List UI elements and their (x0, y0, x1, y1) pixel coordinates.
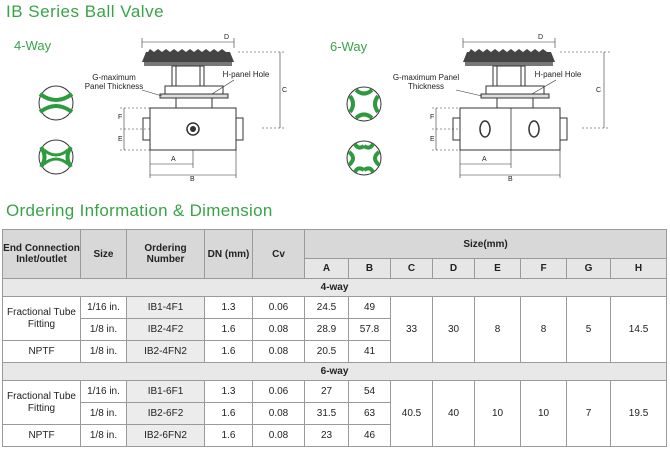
cell-a: 24.5 (304, 296, 349, 319)
port-diagram-6way-top (346, 86, 382, 122)
conn-fractional-6way: Fractional Tube Fitting (2, 380, 81, 425)
cell-e-4way: 8 (474, 296, 521, 363)
cell-d-6way: 40 (432, 380, 475, 447)
header-dim-h: H (609, 258, 668, 279)
cell-size: 1/8 in. (80, 402, 127, 425)
group-label-6way: 6-way (1, 362, 668, 381)
cell-cv: 0.08 (252, 318, 305, 341)
ordering-table: End Connection Inlet/outlet Size Orderin… (1, 229, 668, 447)
cell-d-4way: 30 (432, 296, 475, 363)
dim-e-6way: E (430, 136, 435, 143)
dim-a-4way: A (171, 156, 176, 163)
cell-order: IB1-6F1 (126, 380, 205, 403)
cell-h-4way: 14.5 (609, 296, 668, 363)
valve-drawing-6way (432, 38, 610, 178)
cell-dn: 1.3 (204, 296, 253, 319)
cell-a: 20.5 (304, 340, 349, 363)
cell-cv: 0.08 (252, 402, 305, 425)
h-hole-label-6way: H-panel Hole (534, 70, 582, 79)
header-ordering-number: Ordering Number (126, 229, 205, 279)
cell-b: 49 (348, 296, 391, 319)
cell-cv: 0.08 (252, 424, 305, 447)
way-label-4way: 4-Way (14, 38, 52, 53)
dim-e-4way: E (118, 136, 123, 143)
cell-order: IB2-4FN2 (126, 340, 205, 363)
dim-a-6way: A (482, 156, 487, 163)
cell-a: 28.9 (304, 318, 349, 341)
g-thickness-label-4way: G-maximum Panel Thickness (84, 73, 144, 91)
valve-drawings (38, 38, 610, 178)
header-dim-e: E (474, 258, 521, 279)
cell-dn: 1.6 (204, 424, 253, 447)
cell-cv: 0.06 (252, 296, 305, 319)
cell-order: IB2-6F2 (126, 402, 205, 425)
header-size-mm: Size(mm) (303, 229, 668, 259)
cell-b: 57.8 (348, 318, 391, 341)
cell-b: 63 (348, 402, 391, 425)
cell-b: 46 (348, 424, 391, 447)
header-cv: Cv (252, 229, 305, 279)
dim-d-4way: D (224, 34, 230, 41)
cell-order: IB2-6FN2 (126, 424, 205, 447)
cell-c-6way: 40.5 (390, 380, 433, 447)
cell-f-6way: 10 (520, 380, 567, 447)
header-dim-c: C (390, 258, 433, 279)
header-dim-b: B (348, 258, 391, 279)
port-diagram-6way-bottom (346, 140, 382, 176)
cell-cv: 0.08 (252, 340, 305, 363)
header-dn: DN (mm) (204, 229, 253, 279)
dim-c-6way: C (596, 87, 602, 94)
g-thickness-label-6way: G-maximum Panel Thickness (392, 73, 460, 91)
cell-order: IB1-4F1 (126, 296, 205, 319)
group-label-4way: 4-way (1, 278, 668, 297)
cell-b: 41 (348, 340, 391, 363)
conn-fractional-4way: Fractional Tube Fitting (2, 296, 81, 341)
cell-a: 31.5 (304, 402, 349, 425)
port-diagram-4way-bottom (38, 139, 74, 175)
conn-nptf-4way: NPTF (2, 340, 81, 363)
cell-size: 1/16 in. (80, 380, 127, 403)
cell-size: 1/8 in. (80, 340, 127, 363)
cell-f-4way: 8 (520, 296, 567, 363)
section-title: Ordering Information & Dimension (6, 201, 273, 220)
cell-a: 27 (304, 380, 349, 403)
port-diagram-4way-top (38, 85, 74, 121)
dim-d-6way: D (538, 34, 544, 41)
cell-dn: 1.6 (204, 402, 253, 425)
cell-size: 1/16 in. (80, 296, 127, 319)
cell-g-6way: 7 (566, 380, 611, 447)
header-end-connection: End Connection Inlet/outlet (2, 229, 81, 279)
dim-b-6way: B (508, 176, 513, 183)
cell-dn: 1.3 (204, 380, 253, 403)
cell-dn: 1.6 (204, 318, 253, 341)
dim-f-4way: F (118, 114, 123, 121)
dim-c-4way: C (282, 87, 288, 94)
header-dim-d: D (432, 258, 475, 279)
cell-h-6way: 19.5 (609, 380, 668, 447)
cell-e-6way: 10 (474, 380, 521, 447)
cell-b: 54 (348, 380, 391, 403)
valve-drawing-4way (120, 38, 285, 178)
cell-c-4way: 33 (390, 296, 433, 363)
cell-size: 1/8 in. (80, 318, 127, 341)
dim-b-4way: B (190, 176, 195, 183)
h-hole-label-4way: H-panel Hole (222, 70, 270, 79)
dim-f-6way: F (430, 114, 435, 121)
cell-a: 23 (304, 424, 349, 447)
cell-dn: 1.6 (204, 340, 253, 363)
page-title: IB Series Ball Valve (6, 2, 165, 21)
cell-order: IB2-4F2 (126, 318, 205, 341)
header-dim-f: F (520, 258, 567, 279)
cell-cv: 0.06 (252, 380, 305, 403)
header-dim-g: G (566, 258, 611, 279)
cell-size: 1/8 in. (80, 424, 127, 447)
way-label-6way: 6-Way (330, 39, 368, 54)
header-size: Size (80, 229, 127, 279)
header-dim-a: A (304, 258, 349, 279)
cell-g-4way: 5 (566, 296, 611, 363)
conn-nptf-6way: NPTF (2, 424, 81, 447)
